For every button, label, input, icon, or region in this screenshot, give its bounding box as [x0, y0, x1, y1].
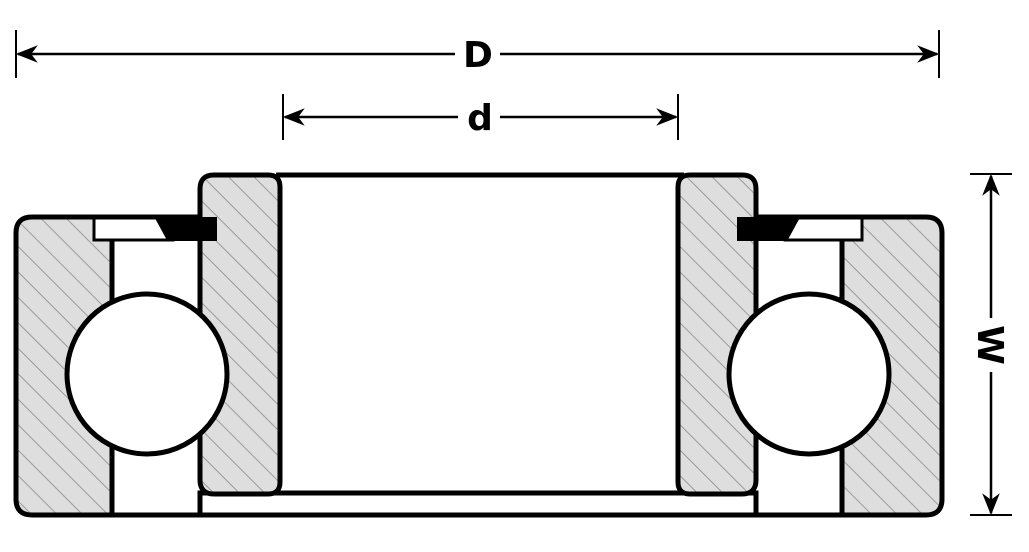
dimension-width: W — [969, 173, 1012, 516]
outer-ring-left — [13, 214, 115, 518]
ball-left — [64, 291, 230, 457]
bore-bottom-strip — [197, 490, 759, 518]
dimension-inner-diameter: d — [282, 94, 679, 140]
shield-right — [737, 216, 864, 242]
label-width: W — [969, 325, 1010, 365]
shield-left — [92, 216, 217, 242]
label-inner-diameter: d — [467, 98, 493, 139]
dimension-outer-diameter: D — [15, 30, 940, 78]
inner-ring-left — [197, 172, 283, 497]
inner-ring-right — [675, 172, 759, 497]
bearing-section — [13, 172, 945, 518]
outer-ring-right — [839, 214, 945, 518]
ball-right — [726, 291, 892, 457]
label-outer-diameter: D — [463, 35, 493, 76]
